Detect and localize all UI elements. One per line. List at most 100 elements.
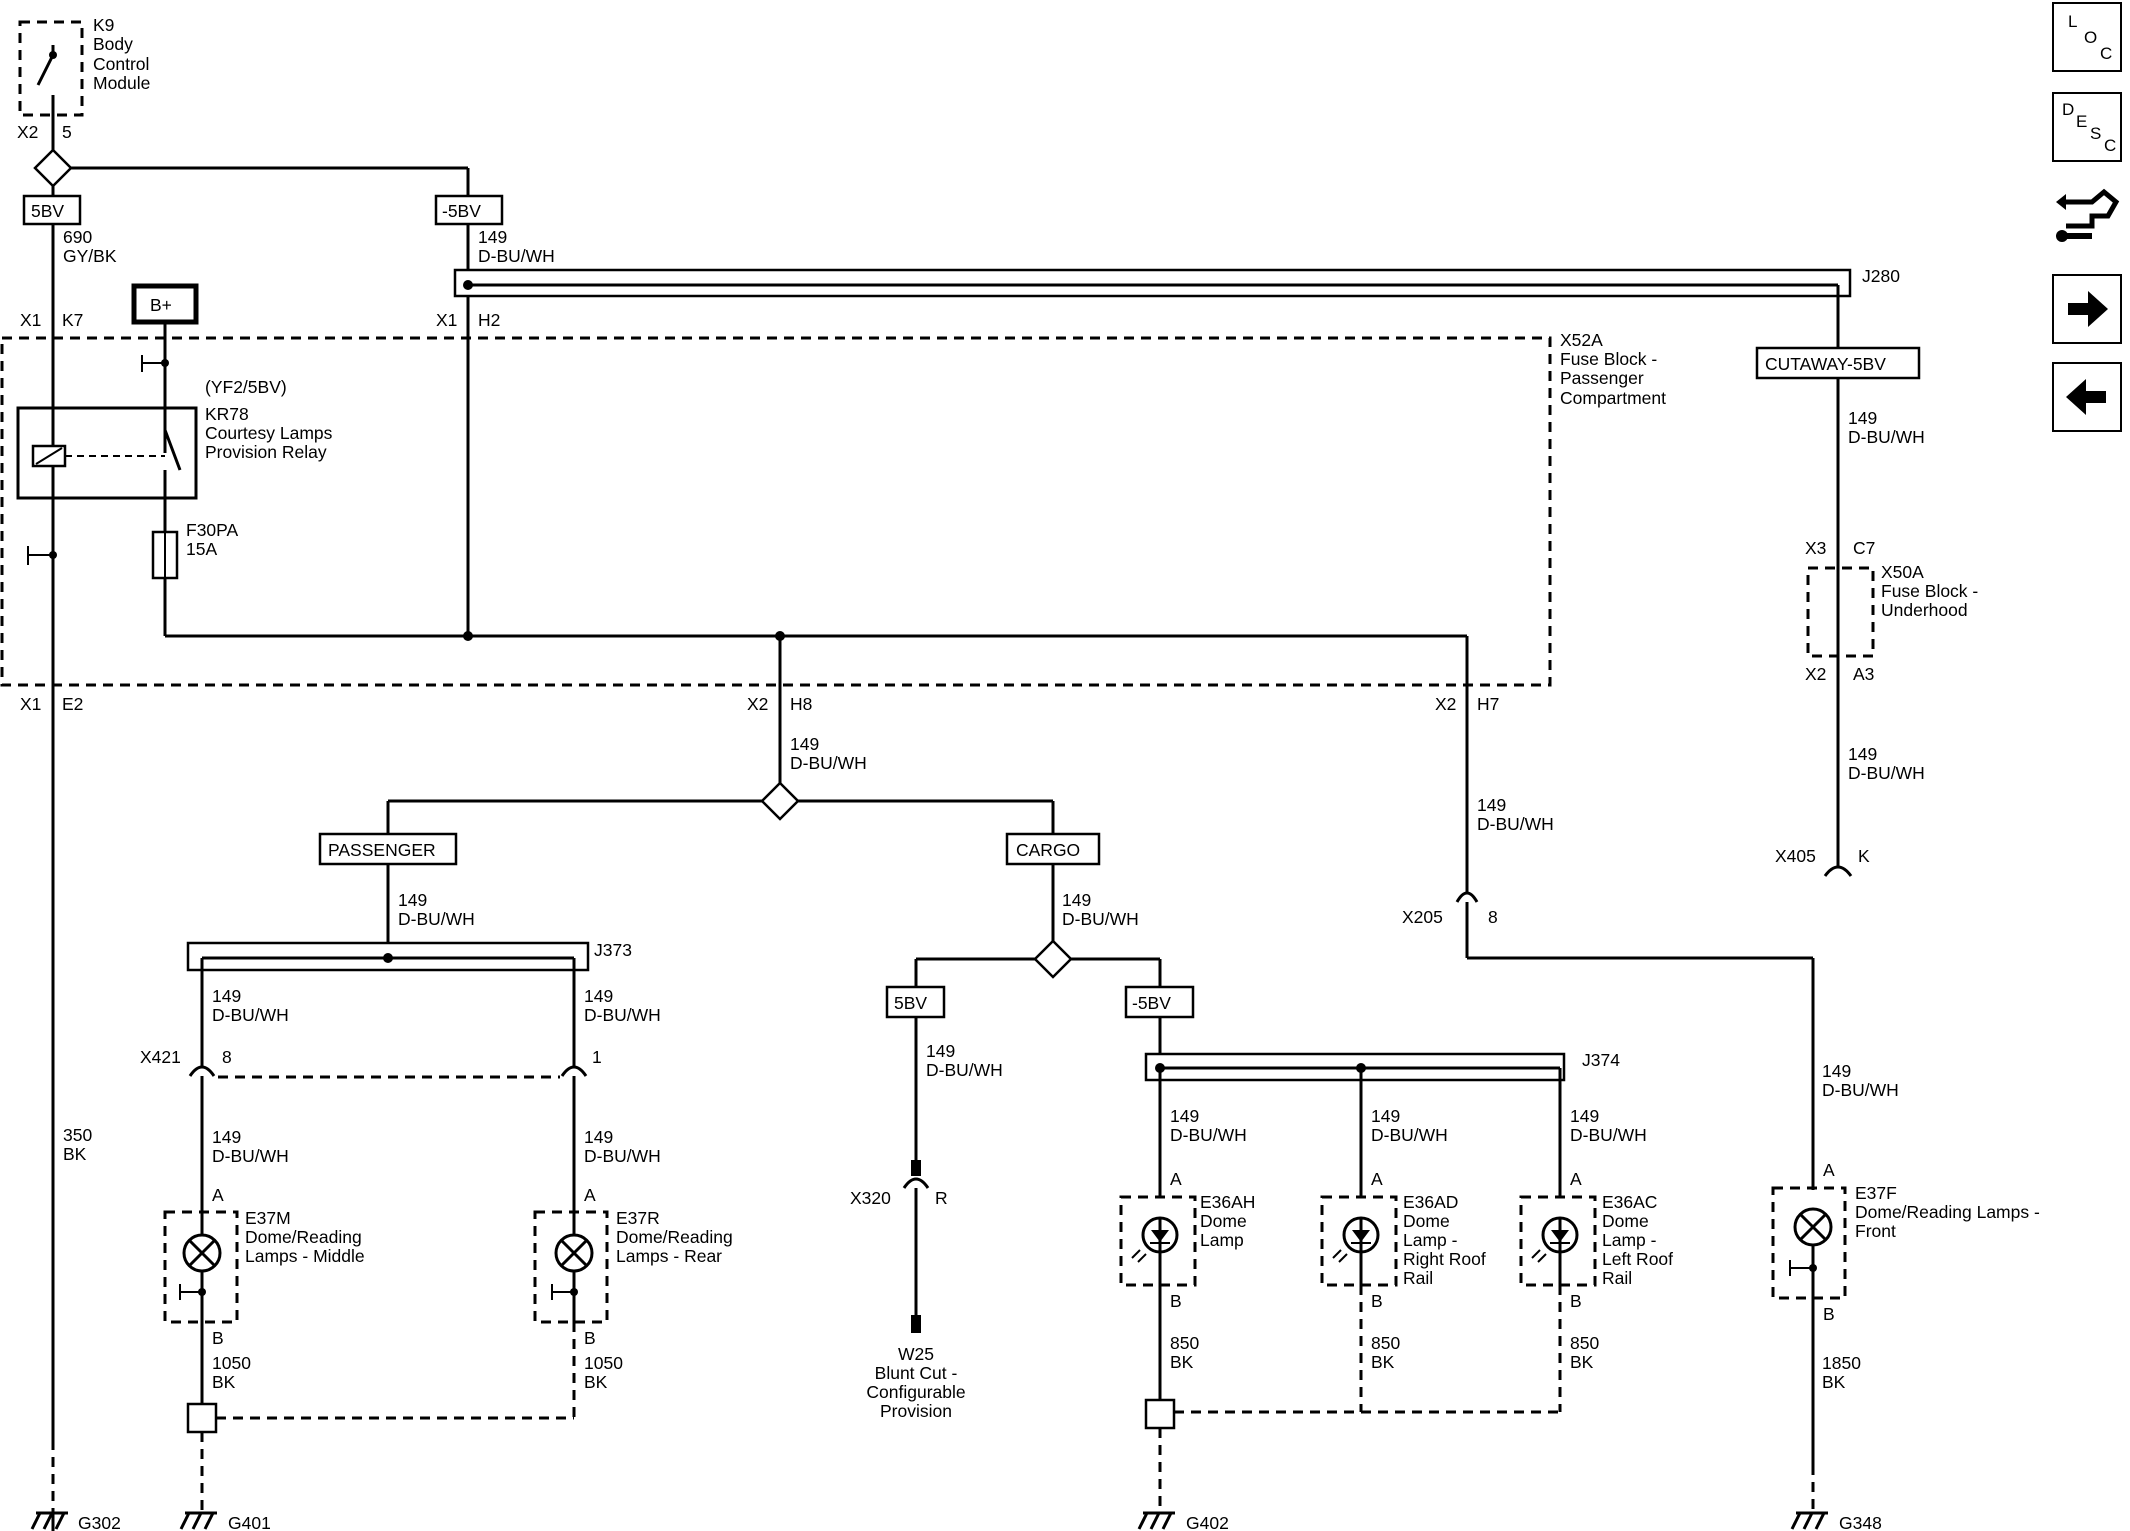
svg-text:X2: X2: [747, 694, 768, 714]
svg-text:W25: W25: [898, 1344, 934, 1364]
svg-text:E36AH: E36AH: [1200, 1192, 1255, 1212]
option-neg-5bv-box: -5BV: [434, 194, 504, 226]
svg-text:Control: Control: [93, 54, 149, 74]
svg-text:E36AC: E36AC: [1602, 1192, 1657, 1212]
svg-text:X1: X1: [436, 310, 457, 330]
svg-text:5BV: 5BV: [894, 993, 927, 1013]
svg-text:149: 149: [1170, 1106, 1199, 1126]
svg-text:1050: 1050: [584, 1353, 623, 1373]
svg-text:A: A: [1170, 1169, 1182, 1189]
svg-text:D-BU/WH: D-BU/WH: [478, 246, 555, 266]
forward-button[interactable]: [2052, 274, 2122, 344]
svg-text:H7: H7: [1477, 694, 1499, 714]
connector-x320: X320 R: [850, 1177, 948, 1208]
connector-x205: X205 8: [1402, 891, 1498, 958]
svg-text:Lamps - Middle: Lamps - Middle: [245, 1246, 365, 1266]
arrow-right-icon: [2068, 291, 2108, 327]
svg-text:D-BU/WH: D-BU/WH: [1822, 1080, 1899, 1100]
svg-text:X50A: X50A: [1881, 562, 1924, 582]
lamp-e37m: A B E37M Dome/Reading Lamps - Middle: [163, 1185, 365, 1348]
svg-text:B: B: [1371, 1291, 1383, 1311]
svg-text:X405: X405: [1775, 846, 1816, 866]
svg-text:Front: Front: [1855, 1221, 1896, 1241]
svg-text:Underhood: Underhood: [1881, 600, 1968, 620]
x50a-fuse-block-underhood: X3 C7 X50A Fuse Block - Underhood X2 A3: [1805, 538, 1978, 684]
fuse-f30pa: F30PA 15A: [151, 520, 239, 580]
connector-x405: X405 K: [1775, 846, 1870, 877]
svg-text:BK: BK: [1570, 1352, 1594, 1372]
svg-text:X1: X1: [20, 310, 41, 330]
option-5bv-cargo-box: 5BV: [885, 985, 946, 1019]
svg-text:Lamps - Rear: Lamps - Rear: [616, 1246, 722, 1266]
svg-text:CARGO: CARGO: [1016, 840, 1080, 860]
svg-text:A: A: [1823, 1160, 1835, 1180]
svg-text:Dome: Dome: [1200, 1211, 1247, 1231]
svg-text:D-BU/WH: D-BU/WH: [1170, 1125, 1247, 1145]
svg-text:Provision Relay: Provision Relay: [205, 442, 327, 462]
svg-text:D-BU/WH: D-BU/WH: [398, 909, 475, 929]
lamp-e36ac: A B E36AC Dome Lamp - Left Roof Rail: [1519, 1169, 1673, 1311]
splice-j280: J280: [453, 266, 1900, 298]
arrow-left-icon: [2066, 379, 2106, 415]
svg-text:E37M: E37M: [245, 1208, 291, 1228]
svg-text:Rail: Rail: [1602, 1268, 1632, 1288]
svg-text:E36AD: E36AD: [1403, 1192, 1458, 1212]
back-button[interactable]: [2052, 362, 2122, 432]
svg-text:G402: G402: [1186, 1513, 1229, 1531]
svg-text:C7: C7: [1853, 538, 1875, 558]
svg-text:149: 149: [790, 734, 819, 754]
svg-text:-5BV: -5BV: [442, 201, 481, 221]
svg-text:GY/BK: GY/BK: [63, 246, 117, 266]
svg-text:149: 149: [926, 1041, 955, 1061]
svg-text:Compartment: Compartment: [1560, 388, 1666, 408]
svg-text:E37R: E37R: [616, 1208, 660, 1228]
svg-text:A: A: [584, 1185, 596, 1205]
description-button[interactable]: D E S C: [2052, 92, 2122, 162]
svg-text:B+: B+: [150, 295, 172, 315]
svg-text:Lamp -: Lamp -: [1602, 1230, 1657, 1250]
svg-text:Passenger: Passenger: [1560, 368, 1644, 388]
location-button[interactable]: L O C: [2052, 2, 2122, 72]
svg-text:Dome/Reading Lamps -: Dome/Reading Lamps -: [1855, 1202, 2040, 1222]
svg-text:Lamp: Lamp: [1200, 1230, 1244, 1250]
svg-text:850: 850: [1170, 1333, 1199, 1353]
svg-text:D-BU/WH: D-BU/WH: [584, 1005, 661, 1025]
svg-text:X1: X1: [20, 694, 41, 714]
connector-wrench-icon[interactable]: [2052, 180, 2122, 250]
svg-text:BK: BK: [212, 1372, 236, 1392]
svg-text:(YF2/5BV): (YF2/5BV): [205, 377, 287, 397]
cargo-split-diamond: [1033, 939, 1073, 979]
svg-text:149: 149: [478, 227, 507, 247]
svg-text:1050: 1050: [212, 1353, 251, 1373]
svg-text:149: 149: [212, 1127, 241, 1147]
svg-text:149: 149: [584, 986, 613, 1006]
svg-text:B: B: [1570, 1291, 1582, 1311]
svg-text:15A: 15A: [186, 539, 217, 559]
svg-text:149: 149: [1848, 408, 1877, 428]
passenger-cargo-diamond: [760, 781, 800, 821]
svg-text:K7: K7: [62, 310, 83, 330]
ground-g302: G302: [30, 1511, 121, 1531]
svg-text:-5BV: -5BV: [1132, 993, 1171, 1013]
svg-text:Fuse Block -: Fuse Block -: [1881, 581, 1978, 601]
svg-text:A: A: [1570, 1169, 1582, 1189]
svg-text:J374: J374: [1582, 1050, 1620, 1070]
svg-text:1850: 1850: [1822, 1353, 1861, 1373]
svg-text:1: 1: [592, 1047, 602, 1067]
svg-text:X2: X2: [17, 122, 38, 142]
svg-text:KR78: KR78: [205, 404, 249, 424]
svg-text:5: 5: [62, 122, 72, 142]
svg-text:K9: K9: [93, 15, 114, 35]
svg-text:R: R: [935, 1188, 948, 1208]
svg-text:Dome/Reading: Dome/Reading: [245, 1227, 362, 1247]
svg-text:E37F: E37F: [1855, 1183, 1897, 1203]
svg-text:E2: E2: [62, 694, 83, 714]
svg-text:H2: H2: [478, 310, 500, 330]
svg-text:D-BU/WH: D-BU/WH: [1062, 909, 1139, 929]
svg-text:149: 149: [584, 1127, 613, 1147]
svg-text:A: A: [1371, 1169, 1383, 1189]
option-cargo-box: CARGO: [1005, 832, 1101, 866]
svg-text:149: 149: [212, 986, 241, 1006]
svg-text:X205: X205: [1402, 907, 1443, 927]
k9-body-control-module: K9 Body Control Module X2 5: [17, 15, 150, 142]
